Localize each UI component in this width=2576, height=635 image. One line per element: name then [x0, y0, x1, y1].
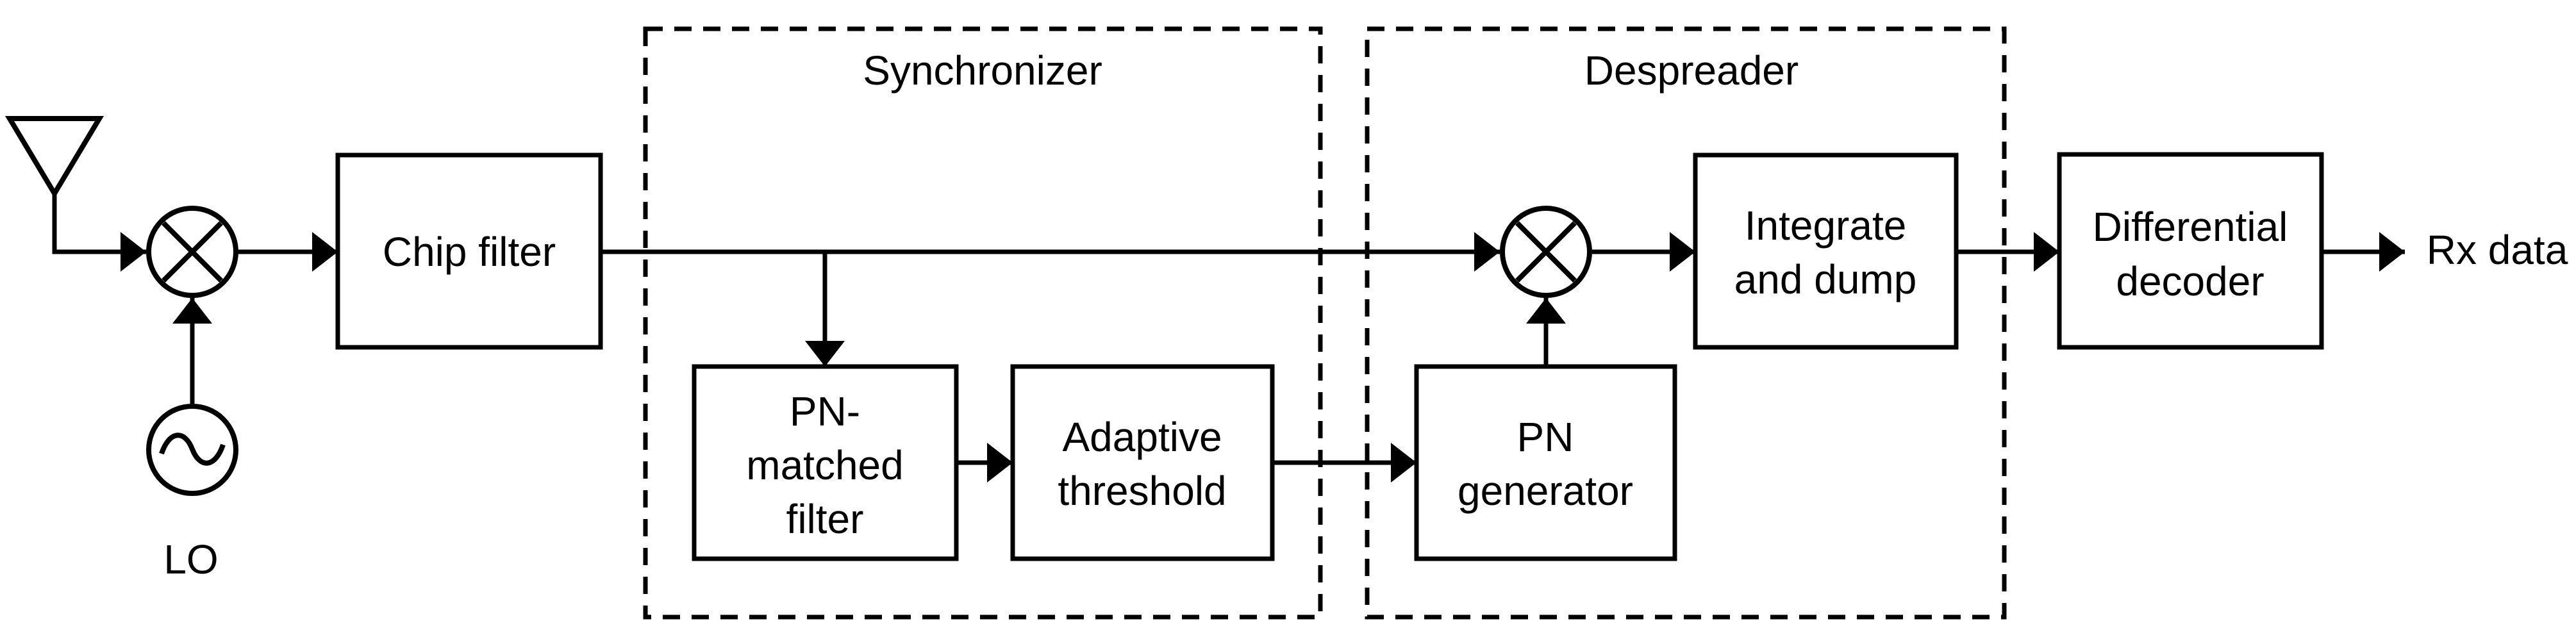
pn-generator-label-line2: generator [1458, 468, 1633, 514]
integrate-and-dump-box [1693, 153, 1959, 350]
pn-matched-filter-label-line2: matched [746, 442, 903, 488]
adaptive-threshold-label-line2: threshold [1058, 468, 1226, 514]
chip-filter-label: Chip filter [383, 229, 556, 275]
despreader-group-label: Despreader [1584, 47, 1799, 94]
adaptive-threshold-box [1010, 364, 1275, 561]
differential-decoder-label-line1: Differential [2093, 204, 2288, 250]
pn-matched-filter-box [692, 364, 959, 561]
chip-filter-box [335, 153, 603, 350]
pn-generator-label-line1: PN [1517, 414, 1574, 460]
pn-matched-filter-label-line1: PN- [790, 388, 860, 434]
adaptive-threshold-label-line1: Adaptive [1062, 414, 1222, 460]
synchronizer-group-label: Synchronizer [863, 47, 1102, 94]
local-oscillator-icon [146, 404, 238, 496]
antenna-icon [4, 116, 104, 199]
sine-wave-icon [159, 433, 226, 466]
pn-matched-filter-label-line3: filter [786, 496, 864, 542]
rf-mixer-icon [146, 206, 238, 298]
differential-decoder-label-line2: decoder [2116, 258, 2264, 304]
integrate-and-dump-label-line2: and dump [1734, 256, 1917, 302]
differential-decoder-box [2057, 152, 2324, 350]
rx-data-label: Rx data [2427, 227, 2568, 273]
despreader-group-box [1365, 26, 2007, 620]
synchronizer-group-box [643, 26, 1323, 620]
pn-generator-box [1414, 364, 1677, 561]
despread-mixer-icon [1500, 206, 1592, 298]
antenna-feed-wire [52, 194, 146, 272]
integrate-and-dump-label-line1: Integrate [1745, 202, 1907, 249]
lo-label: LO [163, 536, 218, 582]
